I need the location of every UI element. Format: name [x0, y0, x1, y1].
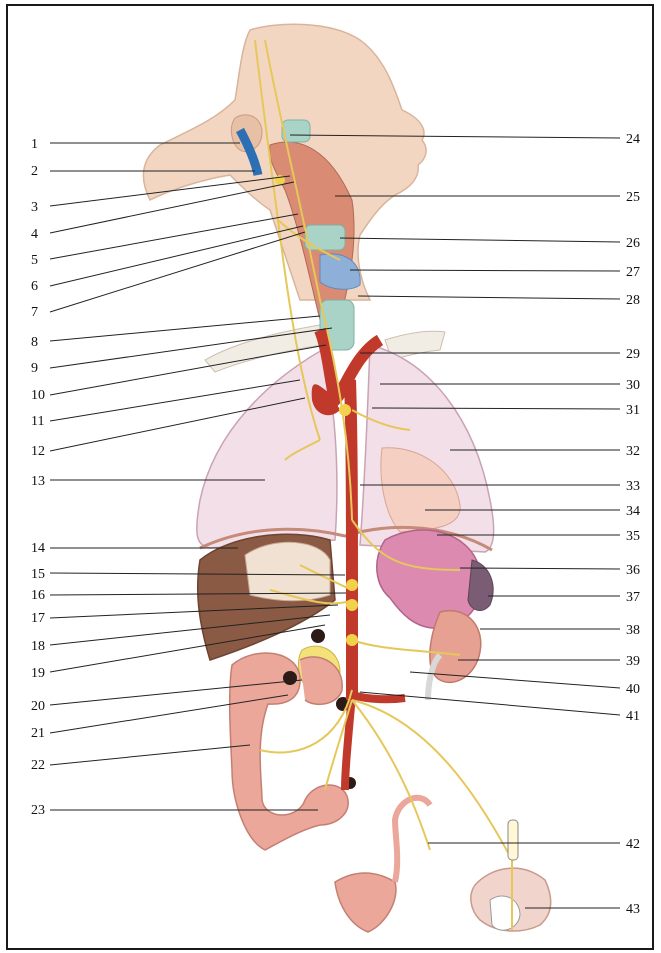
liver-cut	[245, 542, 330, 601]
lung-left	[197, 350, 337, 548]
label-9: 9	[31, 361, 38, 376]
ganglion-4	[339, 404, 351, 416]
ganglion-1	[346, 579, 358, 591]
label-16: 16	[31, 588, 45, 603]
leader-line-6	[50, 226, 303, 286]
label-42: 42	[626, 837, 640, 852]
spermatic-cord	[508, 820, 518, 860]
label-14: 14	[31, 541, 45, 556]
label-15: 15	[31, 567, 45, 582]
label-38: 38	[626, 623, 640, 638]
leader-line-26	[340, 238, 620, 242]
label-12: 12	[31, 444, 45, 459]
ganglion-2	[346, 599, 358, 611]
label-17: 17	[31, 611, 45, 626]
label-27: 27	[626, 265, 640, 280]
label-34: 34	[626, 504, 640, 519]
spleen	[468, 560, 493, 610]
fallopian-tube	[395, 798, 430, 882]
label-26: 26	[626, 236, 640, 251]
label-37: 37	[626, 590, 640, 605]
leader-line-22	[50, 745, 250, 765]
label-31: 31	[626, 403, 640, 418]
leader-line-18	[50, 615, 330, 645]
kidney	[430, 611, 481, 683]
right-labels: 24 25 26 27 28 29 30 31 32 33 34 35 36 3…	[626, 132, 640, 917]
label-23: 23	[31, 803, 45, 818]
anatomy-illustration	[143, 24, 550, 932]
label-11: 11	[31, 414, 44, 429]
label-1: 1	[31, 137, 38, 152]
label-5: 5	[31, 253, 38, 268]
label-40: 40	[626, 682, 640, 697]
ganglion-3	[346, 634, 358, 646]
thyroid-cartilage	[305, 225, 345, 250]
leader-line-7	[50, 232, 305, 312]
label-25: 25	[626, 190, 640, 205]
label-6: 6	[31, 279, 38, 294]
left-labels: 1 2 3 4 5 6 7 8 9 10 11 12 13 14 15 16 1…	[31, 137, 45, 818]
label-22: 22	[31, 758, 45, 773]
label-13: 13	[31, 474, 45, 489]
leader-line-28	[358, 296, 620, 299]
label-35: 35	[626, 529, 640, 544]
label-24: 24	[626, 132, 640, 147]
label-28: 28	[626, 293, 640, 308]
label-41: 41	[626, 709, 640, 724]
label-8: 8	[31, 335, 38, 350]
label-2: 2	[31, 164, 38, 179]
label-19: 19	[31, 666, 45, 681]
label-7: 7	[31, 305, 38, 320]
label-39: 39	[626, 654, 640, 669]
label-36: 36	[626, 563, 640, 578]
uterus	[335, 873, 396, 932]
label-20: 20	[31, 699, 45, 714]
label-3: 3	[31, 200, 38, 215]
label-18: 18	[31, 639, 45, 654]
colon-opening-2	[283, 671, 297, 685]
label-21: 21	[31, 726, 45, 741]
label-32: 32	[626, 444, 640, 459]
label-43: 43	[626, 902, 640, 917]
stomach	[377, 530, 482, 628]
label-33: 33	[626, 479, 640, 494]
leader-line-41	[360, 692, 620, 715]
label-29: 29	[626, 347, 640, 362]
label-10: 10	[31, 388, 45, 403]
label-30: 30	[626, 378, 640, 393]
leader-line-27	[350, 270, 620, 271]
colon-opening-1	[311, 629, 325, 643]
label-4: 4	[31, 227, 38, 242]
